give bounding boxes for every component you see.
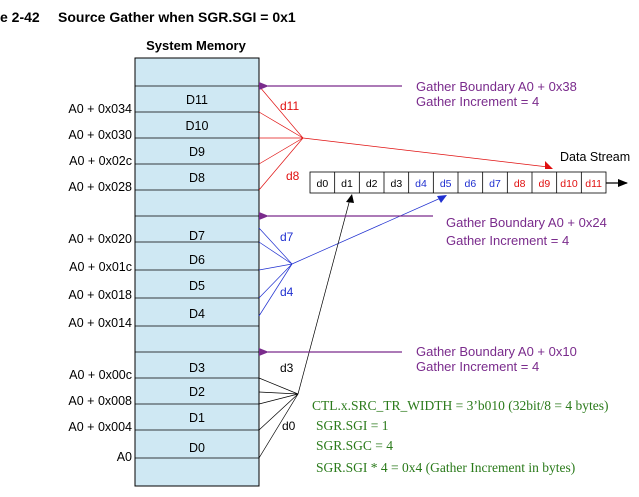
data-stream-cell-d3: d3 [390, 178, 402, 190]
address-label: A0 + 0x01c [69, 260, 132, 274]
memory-block-d5: D5 [189, 279, 205, 293]
note-gather-increment: SGR.SGI * 4 = 0x4 (Gather Increment in b… [316, 460, 575, 475]
address-label: A0 + 0x028 [68, 180, 132, 194]
data-stream-cell-d5: d5 [440, 178, 452, 190]
fan-label-d7: d7 [280, 230, 294, 244]
fan-label-d4: d4 [280, 285, 294, 299]
data-stream-cell-d0: d0 [316, 178, 328, 190]
data-stream-cell-d11: d11 [585, 178, 602, 190]
memory-block-d11: D11 [186, 93, 208, 107]
address-labels: A0 + 0x034 A0 + 0x030 A0 + 0x02c A0 + 0x… [68, 102, 132, 464]
gather-boundary-0x38: Gather Boundary A0 + 0x38 [416, 79, 577, 94]
note-sgr-sgi: SGR.SGI = 1 [316, 418, 389, 433]
memory-column: D11 D10 D9 D8 D7 D6 D5 D4 D3 D2 D1 D0 [134, 57, 260, 487]
red-stream-arrowhead [545, 161, 553, 169]
address-label: A0 + 0x018 [68, 288, 132, 302]
address-label: A0 + 0x014 [68, 316, 132, 330]
gather-increment-0x10: Gather Increment = 4 [416, 359, 539, 374]
address-label: A0 [117, 450, 132, 464]
data-stream-cell-d4: d4 [415, 178, 427, 190]
gather-increment-0x24: Gather Increment = 4 [446, 233, 569, 248]
boundary-arrows [259, 82, 433, 356]
note-sgr-sgc: SGR.SGC = 4 [316, 438, 393, 453]
memory-dividers [135, 85, 259, 459]
memory-block-d3: D3 [189, 361, 205, 375]
gather-boundary-0x24: Gather Boundary A0 + 0x24 [446, 215, 607, 230]
address-label: A0 + 0x02c [69, 154, 132, 168]
memory-block-d1: D1 [189, 411, 205, 425]
data-stream-cell-d6: d6 [464, 178, 476, 190]
black-stream-arrowhead [346, 194, 354, 203]
address-label: A0 + 0x034 [68, 102, 132, 116]
fan-label-d8: d8 [286, 169, 300, 183]
address-label: A0 + 0x008 [68, 394, 132, 408]
figure-title: Source Gather when SGR.SGI = 0x1 [58, 9, 296, 25]
memory-block-d6: D6 [189, 253, 205, 267]
memory-block-d4: D4 [189, 307, 205, 321]
address-label: A0 + 0x020 [68, 232, 132, 246]
memory-block-d0: D0 [189, 441, 205, 455]
blue-stream-arrowhead [437, 195, 447, 203]
data-stream: Data Stream d0 d1 d2 d3 d4 d5 d6 d7 d8 d9 d10 d11 [309, 150, 630, 194]
data-stream-cell-d10: d10 [560, 178, 578, 190]
memory-heading: System Memory [146, 38, 246, 53]
note-ctl-src-tr-width: CTL.x.SRC_TR_WIDTH = 3’b010 (32bit/8 = 4… [312, 398, 608, 413]
black-fan-lines [258, 198, 351, 459]
data-stream-cells: d0 d1 d2 d3 d4 d5 d6 d7 d8 d9 d10 d11 [316, 172, 602, 193]
gather-boundary-0x10: Gather Boundary A0 + 0x10 [416, 344, 577, 359]
figure-number: e 2-42 [0, 9, 40, 25]
memory-block-d8: D8 [189, 171, 205, 185]
memory-block-d9: D9 [189, 145, 205, 159]
fan-label-d3: d3 [280, 361, 294, 375]
address-label: A0 + 0x004 [68, 420, 132, 434]
address-label: A0 + 0x00c [69, 368, 132, 382]
gather-increment-0x38: Gather Increment = 4 [416, 94, 539, 109]
data-stream-cell-d2: d2 [366, 178, 378, 190]
memory-block-d10: D10 [186, 119, 209, 133]
red-fan-lines [258, 85, 549, 191]
data-stream-label: Data Stream [560, 150, 630, 164]
fan-label-d0: d0 [282, 419, 296, 433]
data-stream-cell-d7: d7 [489, 178, 501, 190]
address-label: A0 + 0x030 [68, 128, 132, 142]
blue-fan-lines [258, 196, 444, 317]
data-stream-cell-d8: d8 [514, 178, 526, 190]
fan-label-d11: d11 [280, 99, 299, 113]
memory-block-d2: D2 [189, 385, 205, 399]
memory-background [134, 57, 260, 487]
memory-block-d7: D7 [189, 229, 205, 243]
data-stream-cell-d9: d9 [538, 178, 550, 190]
data-stream-cell-d1: d1 [341, 178, 353, 190]
